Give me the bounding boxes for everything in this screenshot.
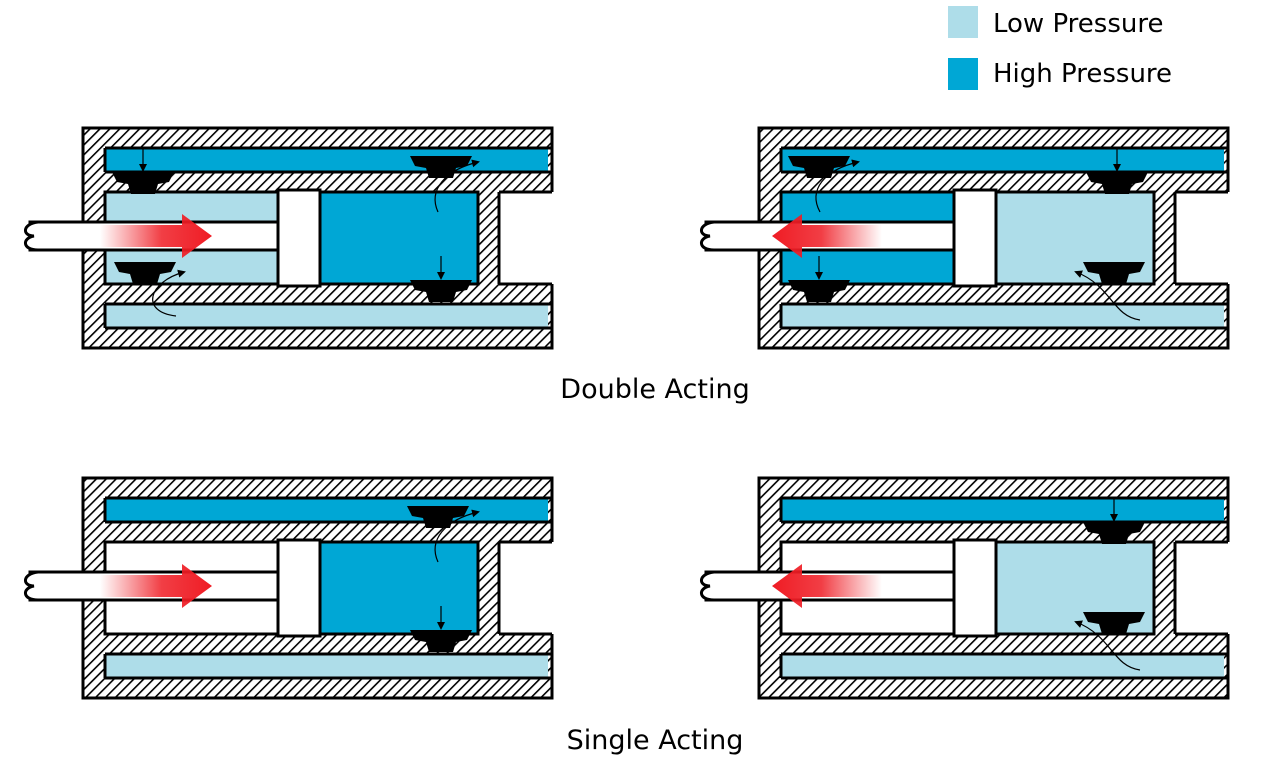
section-label-double-acting: Double Acting <box>560 374 749 405</box>
flow-arrow <box>434 509 480 563</box>
stroke-direction-arrow <box>772 564 882 608</box>
valve-disc <box>1083 522 1145 544</box>
legend-item-high: High Pressure <box>948 58 1172 90</box>
piston-assembly <box>24 476 554 700</box>
legend-swatch-high <box>948 58 978 90</box>
top-channel <box>781 498 1224 522</box>
legend-swatch-low <box>948 6 978 38</box>
valve-disc <box>112 172 174 194</box>
bottom-channel <box>781 654 1224 678</box>
right-opening <box>499 542 554 634</box>
valve-disc <box>1086 172 1148 194</box>
stroke-direction-arrow <box>100 564 212 608</box>
rod-break <box>700 220 715 252</box>
flow-arrow <box>1074 270 1141 321</box>
bottom-channel <box>105 304 548 328</box>
head-side-chamber <box>320 542 478 634</box>
pistons-layer <box>24 126 1230 700</box>
valve-disc <box>1083 612 1145 634</box>
flow-arrow <box>152 269 186 317</box>
piston-head <box>952 188 998 288</box>
stroke-direction-arrow <box>100 214 212 258</box>
section-label-single-acting: Single Acting <box>567 725 744 756</box>
valve-disc <box>788 280 850 302</box>
valve-disc <box>1083 262 1145 284</box>
right-opening <box>499 192 554 284</box>
legend-item-low: Low Pressure <box>948 6 1164 39</box>
flow-arrow <box>434 159 480 213</box>
bottom-channel <box>781 304 1224 328</box>
rod-break <box>24 220 39 252</box>
flow-arrow <box>815 159 860 213</box>
rod-break <box>700 570 715 602</box>
valve-disc <box>410 156 472 178</box>
legend: Low Pressure High Pressure <box>948 6 1172 90</box>
valve-disc <box>114 262 176 284</box>
rod-break <box>24 570 39 602</box>
top-channel <box>105 148 548 172</box>
stroke-direction-arrow <box>772 214 882 258</box>
bottom-channel <box>105 654 548 678</box>
legend-label-low: Low Pressure <box>993 9 1164 39</box>
valve-disc <box>788 156 850 178</box>
right-opening <box>1175 192 1230 284</box>
piston-head <box>952 538 998 638</box>
valve-disc <box>407 506 469 528</box>
piston-assembly <box>24 126 554 350</box>
piston-assembly <box>700 476 1230 700</box>
valve-disc <box>410 280 472 302</box>
right-opening <box>1175 542 1230 634</box>
legend-label-high: High Pressure <box>993 59 1172 89</box>
flow-arrow <box>1074 620 1141 671</box>
piston-head <box>276 538 322 638</box>
head-side-chamber <box>320 192 478 284</box>
piston-head <box>276 188 322 288</box>
piston-assembly <box>700 126 1230 350</box>
valve-disc <box>410 630 472 652</box>
top-channel <box>105 498 548 522</box>
